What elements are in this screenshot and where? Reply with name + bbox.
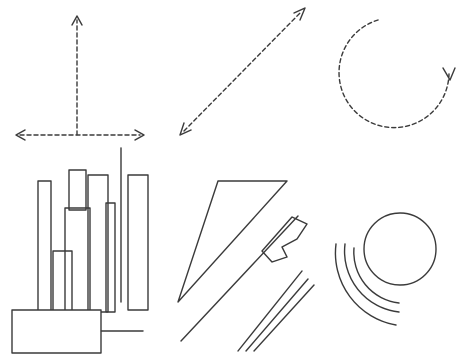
rect-short-lower xyxy=(53,251,72,312)
rect-tall-center xyxy=(69,170,86,210)
panel-diagonal-wedge xyxy=(178,181,314,351)
diagonal-dashed-arrow-line xyxy=(184,12,301,131)
panel-rectangles xyxy=(12,148,148,353)
solid-circle xyxy=(364,213,436,285)
panel-perpendicular-arrows xyxy=(16,16,144,140)
diagonal-line-lower-1 xyxy=(238,271,302,351)
flag-shape xyxy=(262,217,307,262)
rect-wide-base xyxy=(12,310,101,353)
dashed-circular-arc xyxy=(339,20,449,128)
diagonal-line-lower-3 xyxy=(254,285,314,351)
panel-diagonal-arrow xyxy=(180,8,305,135)
rect-far-right xyxy=(128,175,148,310)
rect-tall-left xyxy=(38,181,51,312)
panel-circular-arrow xyxy=(339,20,455,128)
diagonal-line-lower-2 xyxy=(246,279,308,351)
rect-tall-right xyxy=(88,175,108,312)
panel-circle-arcs xyxy=(335,213,436,325)
rect-middle xyxy=(65,208,90,312)
